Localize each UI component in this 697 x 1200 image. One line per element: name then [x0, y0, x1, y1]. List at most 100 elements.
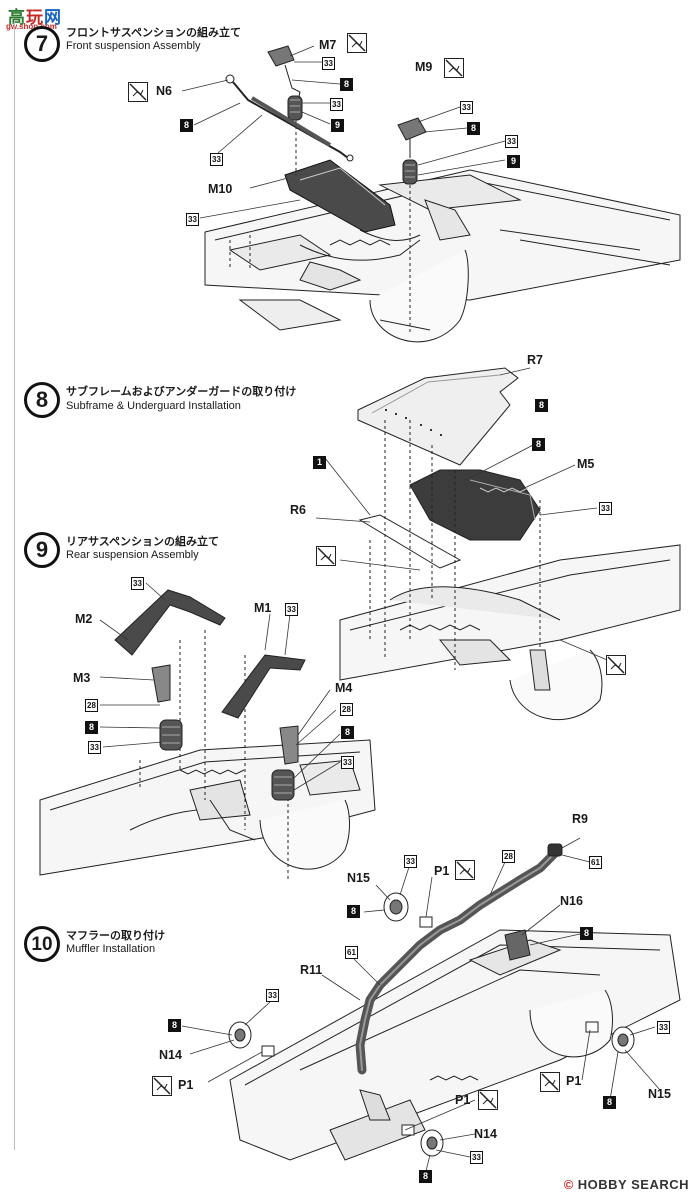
parts-tree-tag: 33: [460, 101, 473, 114]
step-10-title-en: Muffler Installation: [66, 943, 156, 955]
part-label-r6: R6: [290, 503, 306, 517]
part-label-n14-a: N14: [159, 1048, 182, 1062]
no-glue-icon: [606, 655, 626, 675]
m10-crossmember: [284, 159, 396, 233]
step7-leaders: [181, 45, 506, 219]
part-label-p1-c: P1: [566, 1074, 582, 1088]
part-label-n14-b: N14: [474, 1127, 497, 1141]
r9-tip: [547, 843, 563, 857]
parts-tree-tag: 8: [85, 721, 98, 734]
parts-tree-tag: 28: [340, 703, 353, 716]
part-label-p1-a: P1: [434, 864, 450, 878]
parts-tree-tag: 61: [589, 856, 602, 869]
no-glue-icon: [152, 1076, 172, 1096]
step-7-number: 7: [24, 26, 60, 62]
parts-tree-tag: 8: [419, 1170, 432, 1183]
parts-tree-tag: 33: [341, 756, 354, 769]
parts-tree-tag: 33: [505, 135, 518, 148]
m1-arm: [221, 654, 306, 719]
parts-tree-tag: 33: [131, 577, 144, 590]
no-glue-icon: [478, 1090, 498, 1110]
step8-drawing: [339, 367, 681, 721]
margin-line: [14, 20, 15, 1150]
parts-tree-tag: 8: [340, 78, 353, 91]
step-7-title-jp: フロントサスペンションの組み立て: [66, 26, 242, 39]
parts-tree-tag: 33: [88, 741, 101, 754]
no-glue-icon: [347, 33, 367, 53]
parts-tree-tag: 8: [168, 1019, 181, 1032]
part-label-r9: R9: [572, 812, 588, 826]
parts-tree-tag: 33: [330, 98, 343, 111]
part-label-m10: M10: [208, 182, 233, 196]
step-7-title-en: Front suspension Assembly: [66, 40, 201, 52]
r7-underguard: [357, 367, 519, 466]
parts-tree-tag: 8: [532, 438, 545, 451]
part-label-m9: M9: [415, 60, 433, 74]
part-label-m2: M2: [75, 612, 93, 626]
no-glue-icon: [455, 860, 475, 880]
step10-leaders: [181, 837, 661, 1176]
step10-wheels: [228, 892, 635, 1157]
parts-tree-tag: 9: [507, 155, 520, 168]
no-glue-icon: [444, 58, 464, 78]
hobby-search-text: HOBBY SEARCH: [577, 1177, 689, 1192]
n6-tie-rod: [225, 74, 354, 162]
m5-subframe: [409, 469, 541, 541]
svg-text:网: 网: [44, 8, 61, 28]
parts-tree-tag: 28: [502, 850, 515, 863]
front-strut-right: [397, 117, 427, 335]
step-10-title-jp: マフラーの取り付け: [66, 929, 165, 942]
svg-text:玩: 玩: [26, 8, 43, 28]
parts-tree-tag: 8: [341, 726, 354, 739]
front-strut-left: [267, 45, 303, 175]
m3-upright: [151, 664, 183, 751]
parts-tree-tag: 1: [313, 456, 326, 469]
parts-tree-tag: 9: [331, 119, 344, 132]
step-9-title-jp: リアサスペンションの組み立て: [66, 535, 220, 548]
part-label-p1-d: P1: [455, 1093, 471, 1107]
parts-tree-tag: 8: [603, 1096, 616, 1109]
m4-upright: [271, 725, 299, 801]
brand-logo: 高 玩 网: [8, 6, 68, 33]
no-glue-icon: [316, 546, 336, 566]
parts-tree-tag: 33: [470, 1151, 483, 1164]
step10-drawing: [229, 929, 681, 1161]
part-label-n15-a: N15: [347, 871, 370, 885]
parts-tree-tag: 61: [345, 946, 358, 959]
step8-leaders: [315, 367, 613, 663]
hobby-search-watermark: ©HOBBY SEARCH: [564, 1177, 689, 1192]
step-8-title-en: Subframe & Underguard Installation: [66, 400, 241, 412]
parts-tree-tag: 8: [467, 122, 480, 135]
n16-hanger: [504, 929, 531, 961]
part-label-m7: M7: [319, 38, 337, 52]
parts-tree-tag: 28: [85, 699, 98, 712]
no-glue-icon: [128, 82, 148, 102]
parts-tree-tag: 33: [599, 502, 612, 515]
step-9-title-en: Rear suspension Assembly: [66, 549, 199, 561]
step-10-number: 10: [24, 926, 60, 962]
m2-arm: [114, 589, 226, 656]
step7-chassis-drawing: [204, 169, 681, 343]
step-9-number: 9: [24, 532, 60, 568]
parts-tree-tag: 8: [180, 119, 193, 132]
part-label-n6: N6: [156, 84, 172, 98]
svg-text:高: 高: [8, 7, 25, 28]
part-label-n16: N16: [560, 894, 583, 908]
parts-tree-tag: 33: [266, 989, 279, 1002]
part-label-p1-b: P1: [178, 1078, 194, 1092]
step9-leaders: [99, 582, 341, 791]
part-label-m1: M1: [254, 601, 272, 615]
part-label-m4: M4: [335, 681, 353, 695]
brand-site: gw.shop.com: [6, 22, 57, 31]
parts-tree-tag: 8: [535, 399, 548, 412]
no-glue-icon: [540, 1072, 560, 1092]
part-label-m5: M5: [577, 457, 595, 471]
parts-tree-tag: 33: [285, 603, 298, 616]
step-8-number: 8: [24, 382, 60, 418]
part-label-r7: R7: [527, 353, 543, 367]
parts-tree-tag: 33: [404, 855, 417, 868]
parts-tree-tag: 33: [657, 1021, 670, 1034]
step-8-title-jp: サブフレームおよびアンダーガードの取り付け: [66, 385, 297, 398]
